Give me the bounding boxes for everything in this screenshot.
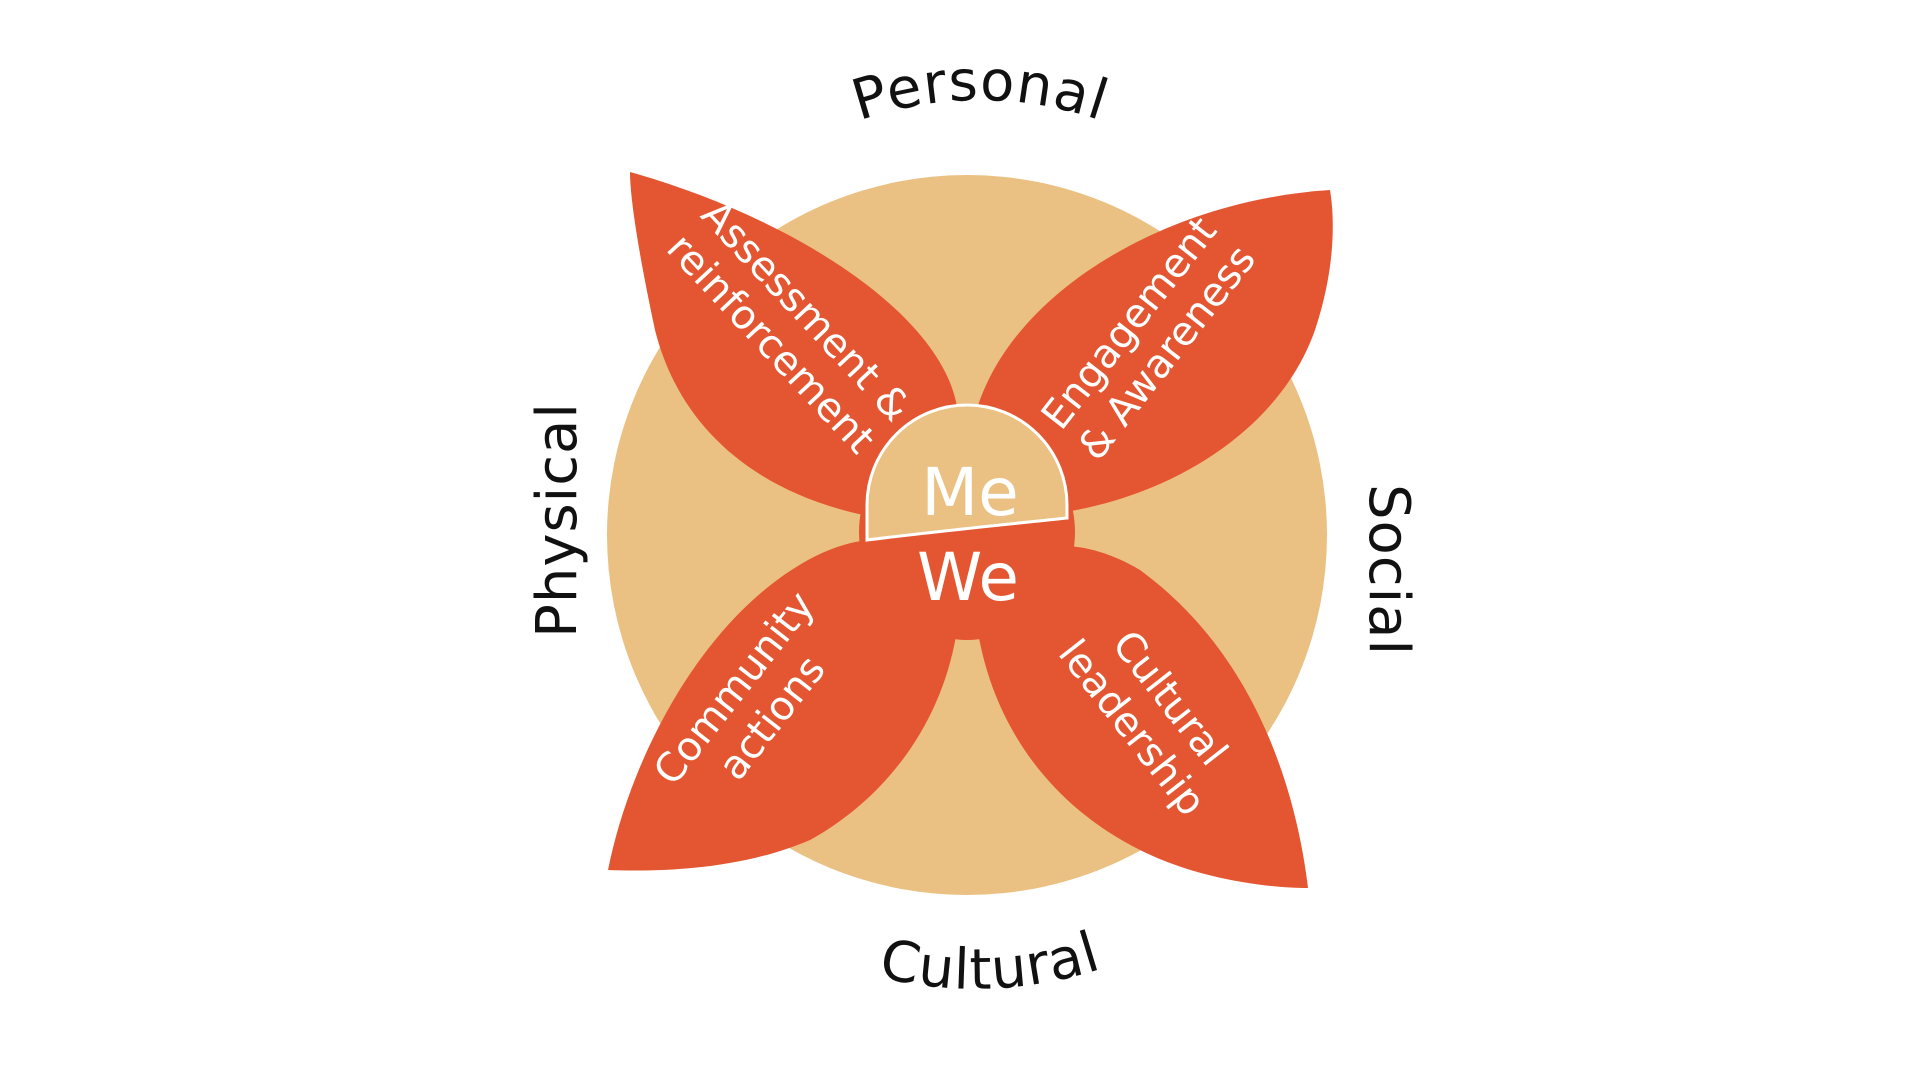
- outer-label-physical: Physical: [525, 402, 590, 638]
- center-label-we: We: [917, 539, 1019, 616]
- petal-top-right: [975, 190, 1333, 515]
- outer-label-cultural-text: Cultural: [875, 919, 1106, 1002]
- petal-bottom-left: [608, 539, 960, 871]
- petal-top-left: [630, 172, 958, 520]
- outer-label-physical-group: Physical: [525, 402, 590, 638]
- center-label-me: Me: [921, 454, 1019, 531]
- outer-label-cultural: Cultural: [875, 919, 1107, 1002]
- center-me-half: [865, 403, 1069, 542]
- petal-bottom-right: [975, 545, 1308, 888]
- outer-label-social: Social: [1356, 484, 1421, 656]
- outer-label-social-group: Social: [1356, 484, 1421, 656]
- center-hub: [859, 403, 1075, 640]
- outer-label-personal: Personal: [845, 49, 1117, 134]
- outer-label-personal-text: Personal: [845, 49, 1116, 134]
